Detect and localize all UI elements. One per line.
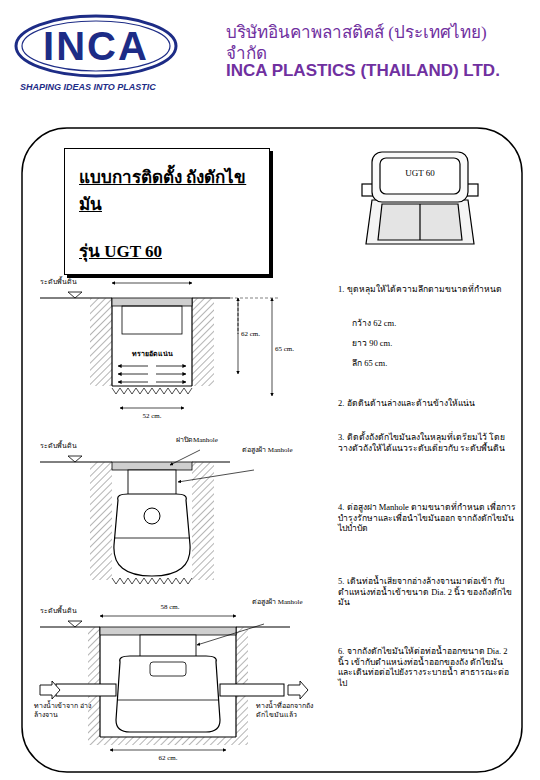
ground-level: ระดับพื้นดิน — [40, 607, 100, 616]
step: 2. อัดดินด้านล่างและด้านข้างให้แน่น — [338, 398, 520, 409]
dimension: 65 cm. — [275, 345, 305, 354]
fill-note: ทรายอัดแน่น — [122, 350, 182, 359]
callout: ต่อสูงฝ้า Manhole — [242, 446, 302, 455]
inlet-note: ทางน้ำเข้าจาก อ่างล้างจาน — [34, 702, 98, 720]
model-text: รุ่น UGT 60 — [79, 237, 257, 264]
company-name-en: INCA PLASTICS (THAILAND) LTD. — [226, 60, 526, 81]
title-box: แบบการติดตั้ง ถังดักไขมันรุ่น UGT 60 — [64, 148, 270, 275]
frame-panel — [22, 128, 522, 772]
company-name-thai: บริษัทอินคาพลาสติคส์ (ประเทศไทย) จำกัด — [226, 22, 526, 65]
section-dig — [40, 283, 278, 408]
logo-ellipse-outer — [16, 16, 176, 76]
callout: ต่อสูงฝ้า Manhole — [252, 598, 312, 607]
logo-ellipse-inner — [22, 21, 170, 71]
step: 6. จากถังดักไขมันให้ต่อท่อน้ำออกขนาด Dia… — [338, 646, 518, 689]
logo-ellipse: INCA — [14, 14, 178, 78]
dimension: 62 cm. — [241, 330, 269, 339]
title-text: แบบการติดตั้ง ถังดักไขมัน — [79, 163, 257, 217]
ground-level: ระดับพื้นดิน — [40, 278, 100, 287]
step-detail: ลึก 65 cm. — [352, 358, 502, 369]
step-detail: กว้าง 62 cm. — [352, 318, 502, 329]
logo-text: INCA — [43, 24, 149, 69]
dimension: 62 cm. — [148, 754, 188, 763]
tank-picture — [362, 152, 478, 244]
model-plate: UGT 60 — [388, 168, 452, 179]
callout: ฝาปิดManhole — [176, 436, 236, 445]
step: 4. ต่อสูงฝา Manhole ตามขนาดที่กำหนด เพื่… — [338, 502, 518, 534]
ground-level: ระดับพื้นดิน — [40, 442, 100, 451]
step: 1. ขุดหลุมให้ได้ความลึกตามขนาดที่กำหนด — [338, 284, 520, 295]
section-place — [40, 450, 254, 584]
section-connect — [40, 616, 308, 750]
outlet-note: ทางน้ำที่ออกจากถัง ดักไขมันแล้ว — [256, 702, 322, 720]
dimension: 58 cm. — [150, 603, 190, 612]
step: 3. ติดตั้งถังดักไขมันลงในหลุมที่เตรียมไว… — [338, 432, 518, 453]
step-detail: ยาว 90 cm. — [352, 338, 502, 349]
dimension: 52 cm. — [132, 412, 172, 421]
step: 5. เดินท่อน้ำเสียจากอ่างล้างจานมาต่อเข้า… — [338, 576, 518, 608]
tagline: SHAPING IDEAS INTO PLASTIC — [20, 82, 210, 93]
